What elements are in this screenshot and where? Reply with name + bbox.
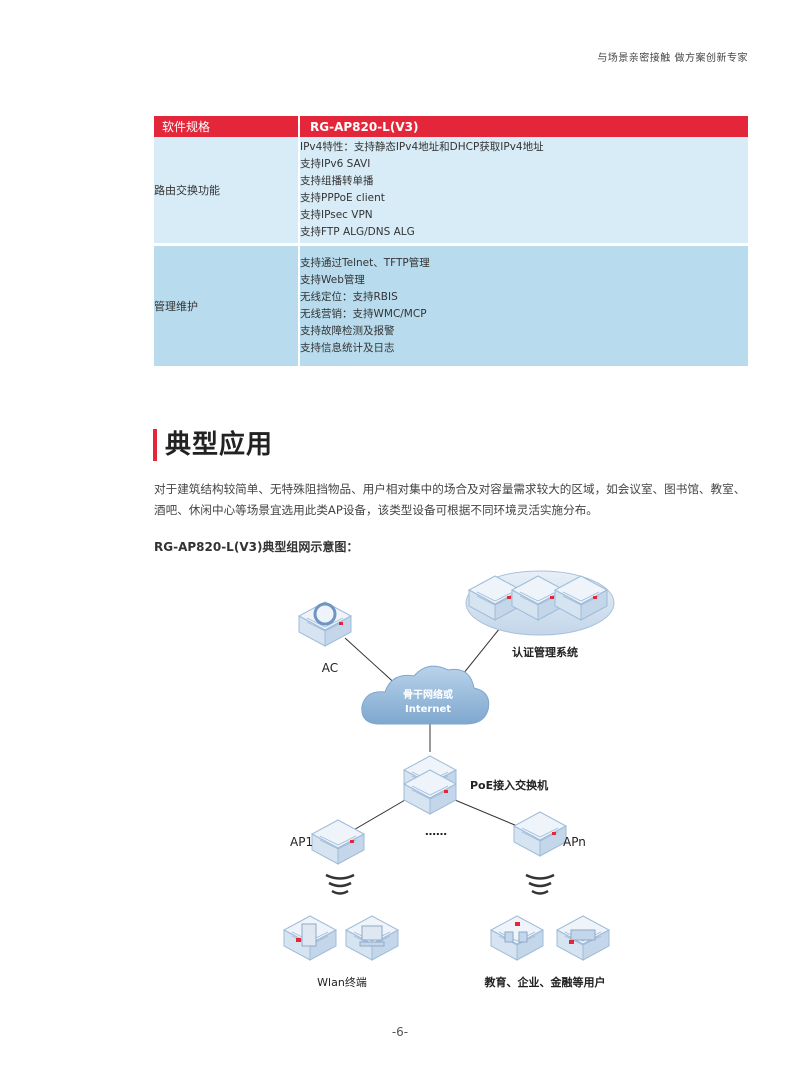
apn-label: APn: [563, 835, 586, 849]
enterprise-user-icon: [556, 915, 610, 961]
diagram-caption: RG-AP820-L(V3)典型组网示意图：: [154, 540, 359, 554]
auth-system-label: 认证管理系统: [512, 645, 578, 659]
wlan-terminal-label: Wlan终端: [317, 975, 367, 989]
spec-row-routing: 路由交换功能 IPv4特性：支持静态IPv4地址和DHCP获取IPv4地址 支持…: [154, 137, 748, 243]
end-users-label: 教育、企业、金融等用户: [484, 975, 606, 989]
ap1-label: AP1: [290, 835, 313, 849]
spec-header-label: 软件规格: [154, 116, 300, 137]
ac-label: AC: [322, 661, 338, 675]
spec-line: 支持IPsec VPN: [300, 209, 373, 221]
spec-row-label: 路由交换功能: [154, 137, 300, 243]
poe-switch-label: PoE接入交换机: [470, 778, 548, 792]
section-accent-bar: [153, 429, 157, 461]
cloud-icon: [361, 665, 490, 725]
ap1-icon: [311, 819, 365, 865]
auth-system-icon: [465, 570, 615, 636]
cloud-label-line2: Internet: [405, 704, 451, 715]
spec-row-label: 管理维护: [154, 246, 300, 366]
ellipsis-label: ……: [425, 825, 447, 838]
poe-switch-icon: [403, 755, 457, 815]
spec-header-model: RG-AP820-L(V3): [299, 116, 748, 137]
spec-line: 支持组播转单播: [300, 175, 374, 187]
spec-line: 支持IPv6 SAVI: [300, 158, 371, 170]
ac-device-icon: [298, 601, 352, 647]
spec-line: 支持通过Telnet、TFTP管理: [300, 257, 430, 269]
spec-line: 无线营销：支持WMC/MCP: [300, 308, 427, 320]
page-number: -6-: [391, 1025, 409, 1039]
spec-line: 支持FTP ALG/DNS ALG: [300, 226, 415, 238]
wifi-signal-icon: [325, 873, 355, 895]
spec-line: 支持故障检测及报警: [300, 325, 395, 337]
education-user-icon: [490, 915, 544, 961]
cloud-label-line1: 骨干网络或: [403, 688, 453, 701]
section-paragraph: 对于建筑结构较简单、无特殊阻挡物品、用户相对集中的场合及对容量需求较大的区域，如…: [154, 482, 746, 517]
section-title: 典型应用: [165, 430, 274, 460]
wifi-signal-icon: [525, 873, 555, 895]
spec-line: 支持PPPoE client: [300, 192, 385, 204]
spec-line: 支持Web管理: [300, 274, 365, 286]
spec-line: 支持信息统计及日志: [300, 342, 395, 354]
wlan-terminal-icon: [283, 915, 337, 961]
spec-line: IPv4特性：支持静态IPv4地址和DHCP获取IPv4地址: [300, 141, 544, 153]
apn-icon: [513, 811, 567, 857]
spec-table: 软件规格 RG-AP820-L(V3) 路由交换功能 IPv4特性：支持静态IP…: [154, 116, 748, 366]
spec-row-values: IPv4特性：支持静态IPv4地址和DHCP获取IPv4地址 支持IPv6 SA…: [299, 137, 748, 243]
header-tagline: 与场景亲密接触 做方案创新专家: [597, 53, 748, 64]
spec-row-values: 支持通过Telnet、TFTP管理 支持Web管理 无线定位：支持RBIS 无线…: [299, 246, 748, 366]
wlan-terminal-icon: [345, 915, 399, 961]
spec-table-header: 软件规格 RG-AP820-L(V3): [154, 116, 748, 137]
spec-row-management: 管理维护 支持通过Telnet、TFTP管理 支持Web管理 无线定位：支持RB…: [154, 246, 748, 366]
spec-line: 无线定位：支持RBIS: [300, 291, 398, 303]
